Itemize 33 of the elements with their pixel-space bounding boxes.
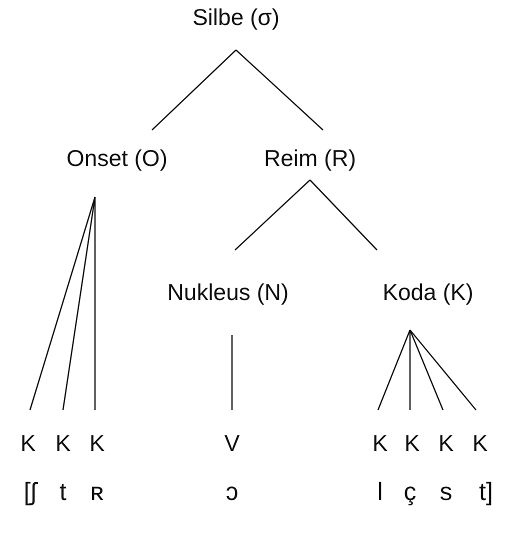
tree-branch-line [29, 196, 96, 410]
phonetic-symbol: ç [404, 477, 416, 507]
tree-branch-line [236, 50, 324, 130]
tree-branch-line [231, 335, 233, 410]
tree-node-label: K [402, 428, 422, 458]
tree-node-label: V [222, 428, 242, 458]
tree-node-label: K [53, 428, 73, 458]
tree-node-label: K [87, 428, 107, 458]
tree-node-label: K [370, 428, 390, 458]
tree-branch-line [62, 196, 96, 410]
tree-branch-line [234, 180, 310, 250]
phonetic-symbol: t] [479, 477, 493, 507]
phonetic-symbol: [ʃ [24, 477, 36, 507]
tree-node-label: K [18, 428, 38, 458]
tree-node-label: Nukleus (N) [165, 277, 291, 307]
tree-node-label: K [470, 428, 490, 458]
tree-branch-line [409, 330, 444, 410]
tree-branch-line [310, 180, 378, 250]
tree-node-label: Onset (O) [64, 143, 170, 173]
tree-branch-line [377, 330, 411, 410]
tree-branch-line [94, 197, 96, 410]
phonetic-symbol: t [60, 477, 66, 507]
phonetic-symbol: s [440, 477, 452, 507]
tree-node-label: Reim (R) [262, 143, 358, 173]
phonetic-symbol: ɔ [226, 477, 238, 507]
phonetic-symbol: l [377, 477, 383, 507]
phonetic-symbol: ʀ [90, 477, 104, 507]
tree-node-label: K [436, 428, 456, 458]
tree-branch-line [152, 50, 236, 130]
tree-node-label: Koda (K) [380, 277, 476, 307]
tree-branch-line [410, 330, 476, 410]
tree-node-label: Silbe (σ) [190, 2, 282, 32]
tree-branch-line [409, 330, 411, 410]
